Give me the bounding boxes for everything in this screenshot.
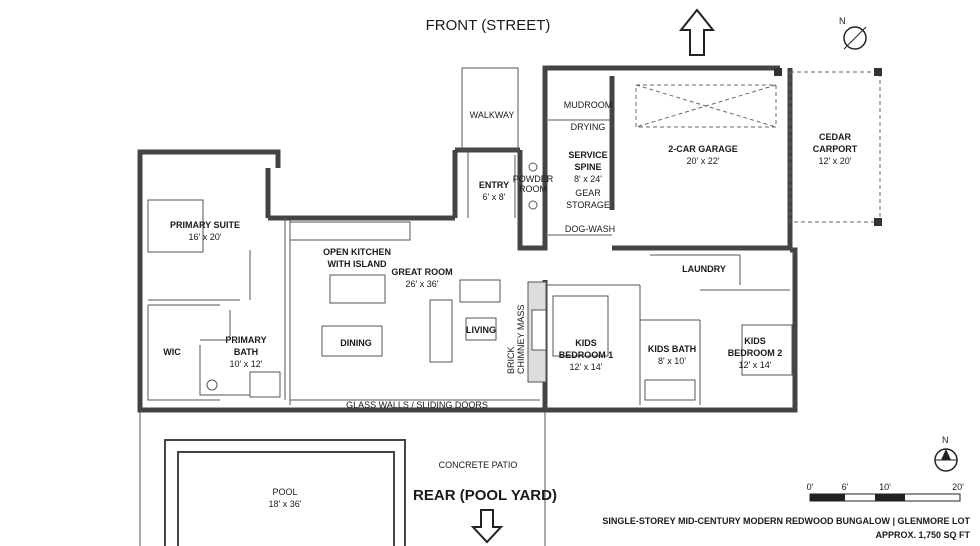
walkway-label: WALKWAY — [470, 110, 515, 120]
primary-bed — [147, 199, 204, 253]
rear-label: REAR (POOL YARD) — [413, 487, 557, 504]
great-room-label: GREAT ROOM — [391, 267, 452, 277]
north-compass-small-icon — [934, 448, 958, 472]
scale-tick-1: 6' — [842, 482, 849, 492]
kids-bath-size: 8' x 10' — [658, 356, 686, 366]
carport-outline — [774, 68, 882, 226]
living-label: LIVING — [466, 325, 496, 335]
kids-bedroom-1-label-1: KIDS — [575, 338, 597, 348]
dining-table — [321, 325, 383, 357]
carport-label-2: CARPORT — [813, 144, 858, 154]
primary-bath-label-1: PRIMARY — [225, 335, 266, 345]
labels: FRONT (STREET) REAR (POOL YARD) N N WALK… — [163, 16, 970, 540]
sofa-long — [429, 299, 453, 363]
chimney-mass — [527, 281, 547, 383]
shower — [249, 371, 281, 398]
powder-room-label-2: ROOM — [519, 184, 547, 194]
furniture — [147, 162, 793, 401]
kids-bathtub — [644, 379, 696, 401]
kids-bedroom-2-label-2: BEDROOM 2 — [728, 348, 783, 358]
kids-bedroom-2-label-1: KIDS — [744, 336, 766, 346]
service-spine-label-1: SERVICE — [568, 150, 607, 160]
dining-label: DINING — [340, 338, 372, 348]
kids-bedroom-2-size: 12' x 14' — [739, 360, 772, 370]
north-label-small: N — [942, 435, 949, 445]
powder-toilet — [528, 162, 538, 172]
powder-sink — [528, 200, 538, 210]
walkway-outline — [461, 67, 519, 151]
mudroom-label: MUDROOM — [564, 100, 613, 110]
primary-bath-label-2: BATH — [234, 347, 258, 357]
wic-label: WIC — [163, 347, 181, 357]
kids-bath-label: KIDS BATH — [648, 344, 696, 354]
glass-walls-label: GLASS WALLS / SLIDING DOORS — [346, 400, 488, 410]
kitchen-counter — [289, 221, 411, 241]
kids-bedroom-1-label-2: BEDROOM 1 — [559, 350, 614, 360]
scale-tick-0: 0' — [807, 482, 814, 492]
rear-arrow-icon — [470, 509, 504, 544]
dog-wash-label: DOG-WASH — [565, 224, 615, 234]
primary-bath-size: 10' x 12' — [230, 359, 263, 369]
scale-bar — [809, 493, 961, 502]
kitchen-label-2: WITH ISLAND — [328, 259, 387, 269]
kitchen-island — [329, 274, 386, 304]
service-spine-size: 8' x 24' — [574, 174, 602, 184]
garage-door-symbol — [635, 84, 777, 128]
sofa — [459, 279, 501, 303]
powder-room-label-1: POWDER — [513, 174, 554, 184]
pool — [164, 439, 406, 546]
kids-bedroom-1-size: 12' x 14' — [570, 362, 603, 372]
primary-suite-label: PRIMARY SUITE — [170, 220, 240, 230]
pool-size: 18' x 36' — [269, 499, 302, 509]
patio-label: CONCRETE PATIO — [439, 460, 518, 470]
interior-walls — [147, 119, 790, 405]
north-compass-icon — [843, 26, 867, 50]
title-line-2: APPROX. 1,750 SQ FT — [875, 530, 970, 540]
carport-size: 12' x 20' — [819, 156, 852, 166]
drying-label: DRYING — [571, 122, 606, 132]
north-label: N — [839, 16, 846, 26]
chimney-label-1: BRICK — [506, 346, 516, 374]
entry-label: ENTRY — [479, 180, 509, 190]
gear-storage-label-2: STORAGE — [566, 200, 610, 210]
kitchen-label-1: OPEN KITCHEN — [323, 247, 391, 257]
carport-label-1: CEDAR — [819, 132, 852, 142]
gear-storage-label-1: GEAR — [575, 188, 601, 198]
garage-label: 2-CAR GARAGE — [668, 144, 738, 154]
pool-label: POOL — [272, 487, 297, 497]
title-line-1: SINGLE-STOREY MID-CENTURY MODERN REDWOOD… — [602, 516, 970, 526]
laundry-label: LAUNDRY — [682, 264, 726, 274]
exterior-walls — [137, 65, 798, 413]
great-room-size: 26' x 36' — [406, 279, 439, 289]
coffee-table — [465, 317, 497, 341]
front-arrow-icon — [678, 8, 716, 56]
chimney-label-2: CHIMNEY MASS — [516, 305, 526, 374]
primary-toilet — [206, 379, 218, 391]
front-label: FRONT (STREET) — [426, 17, 551, 34]
kids-bed-1 — [552, 295, 609, 357]
kids-bed-2 — [741, 324, 793, 376]
scale-tick-2: 10' — [879, 482, 891, 492]
entry-size: 6' x 8' — [483, 192, 506, 202]
primary-suite-size: 16' x 20' — [189, 232, 222, 242]
service-spine-label-2: SPINE — [574, 162, 601, 172]
garage-size: 20' x 22' — [687, 156, 720, 166]
scale-tick-3: 20' — [952, 482, 964, 492]
